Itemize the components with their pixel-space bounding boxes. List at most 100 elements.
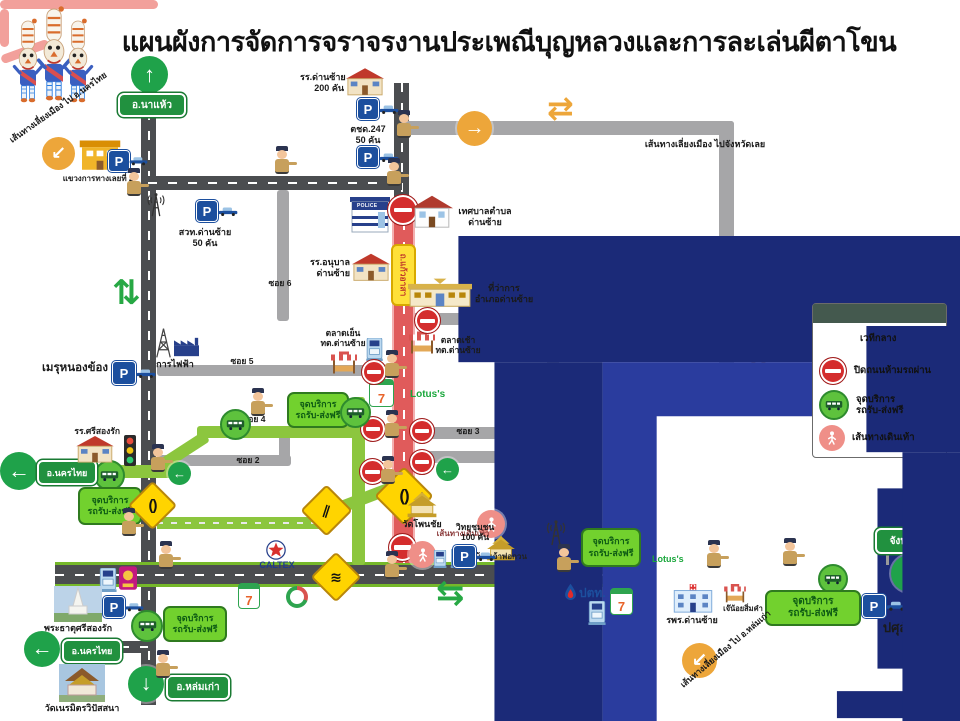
police-officer-icon (386, 158, 409, 189)
wat-phonchai-label: วัดโพนชัย (402, 519, 442, 529)
convenience-store-icon (286, 586, 308, 608)
parking-sign-livestock: P (862, 594, 886, 618)
arrow-up-north-icon: ↑ (131, 56, 168, 93)
police-officer-icon (274, 146, 297, 177)
no-entry-sign (409, 449, 435, 475)
police-officer-icon (380, 456, 403, 487)
arrow-downleft-bypass-icon: ↙ (42, 137, 75, 170)
district-office-label: ที่ว่าการ อำเภอด่านซ้าย (474, 283, 534, 304)
service-point-label: จุดบริการ รถรับ-ส่งฟรี (163, 606, 227, 642)
municipality-building-icon (411, 194, 453, 231)
shop-icon (724, 584, 746, 604)
phra-that-photo (53, 586, 103, 622)
school-building-icon (76, 436, 114, 464)
parking-sign-crematorium: P (112, 361, 136, 385)
legend: เวทีกลาง ปิดถนนห้ามรถผ่าน จุดบริการ รถรั… (812, 303, 947, 458)
shuttle-road-vertical (352, 397, 365, 565)
road-narrows-sign-icon: () (135, 488, 170, 523)
police-officer-icon (250, 388, 273, 419)
chao-pho-kuan-label: บ้านเจ้าพ่อกวน (475, 552, 527, 561)
walking-path-horizontal (0, 0, 158, 9)
shuttle-stop-icon (131, 610, 163, 642)
shuttle-stop-icon (340, 397, 371, 428)
car-icon (129, 156, 148, 166)
service-point-label: จุดบริการ รถรับ-ส่งฟรี (581, 528, 641, 567)
walking-route-icon (477, 510, 505, 538)
lane-shift-sign-icon: ∥ (308, 492, 345, 529)
car-icon (476, 551, 496, 562)
legend-header (813, 304, 946, 323)
soi3-label: ซอย 3 (456, 426, 480, 436)
two-way-arrows-icon: ⇄ (547, 90, 574, 126)
car-icon (136, 368, 156, 379)
police-station-text: POLICE (357, 203, 378, 209)
sign-nakhon-thai: อ.นครไทย (37, 460, 97, 485)
sign-na-haeo: อ.นาแห้ว (118, 93, 186, 117)
parking-sign-phra-that: P (103, 596, 125, 618)
legend-label: ปิดถนนห้ามรถผ่าน (854, 365, 932, 377)
morning-market-label: ตลาดเช้า ทต.ด่านซ้าย (435, 335, 481, 356)
radio-antenna-icon (142, 188, 170, 220)
ptt-flame-icon (564, 583, 577, 600)
crematorium-label: เมรุหนองข้อง (41, 362, 109, 374)
legend-item-walking: เส้นทางเดินเท้า (813, 422, 946, 453)
electricity-label: การไฟฟ้า (156, 359, 194, 369)
srisongrak-school-label: รร.ศรีสองรัก (74, 426, 120, 436)
page-title: แผนผังการจัดการจราจรงานประเพณีบุญหลวงและ… (121, 27, 897, 57)
hospital-building-icon (670, 584, 716, 614)
sign-lom-kao: อ.หล่มเก่า (166, 675, 230, 700)
arrow-left-exit-icon: ← (0, 452, 38, 490)
soi2-connector (279, 434, 290, 460)
wat-neramit-label: วัดเนรมิตรวิปัสสนา (44, 703, 120, 713)
dansai-school-label: รร.ด่านซ้าย 200 คัน (300, 72, 346, 93)
lotus-store-label: Lotus's (410, 389, 446, 400)
road-west-main (141, 111, 156, 705)
power-pylon-icon (152, 326, 175, 360)
factory-icon (174, 334, 199, 360)
police-officer-icon (126, 168, 149, 199)
divided-road-sign-icon: ≋ (318, 559, 354, 595)
police-officer-icon (384, 410, 407, 441)
parking-sign-community-radio: P (453, 545, 476, 568)
car-icon (218, 206, 238, 217)
police-officer-icon (384, 350, 407, 381)
arrow-downleft-bypass-icon: ↙ (682, 643, 717, 678)
hospital-label: รพร.ด่านซ้าย (666, 615, 718, 625)
arrow-left-small-icon: ← (168, 462, 191, 485)
police-officer-icon (155, 650, 178, 681)
wat-neramit-photo (58, 664, 106, 702)
walking-route-icon (819, 425, 845, 451)
legend-item-no-entry: ปิดถนนห้ามรถผ่าน (813, 354, 946, 387)
border-police-label: ตชด.247 50 คัน (350, 124, 386, 145)
atm-kiosk-icon (366, 338, 383, 361)
walking-route-label: เส้นทางเดินเท้า (436, 529, 490, 538)
walking-path-vertical (0, 9, 9, 47)
parking-sign-dansai-school: P (357, 98, 379, 120)
no-entry-sign (387, 194, 419, 226)
two-way-vertical-green-arrows-icon: ⇅ (112, 274, 141, 312)
evening-market-label: ตลาดเย็น ทต.ด่านซ้าย (320, 328, 366, 349)
no-entry-icon (819, 357, 847, 385)
police-officer-icon (121, 508, 144, 539)
lotus-store-label: Lotus's (652, 554, 684, 564)
service-point-label: จุดบริการ รถรับ-ส่งฟรี (765, 590, 861, 626)
soi6-label: ซอย 6 (268, 278, 292, 288)
arrow-left-exit-icon: ← (24, 631, 60, 667)
shuttle-road-lower (157, 517, 329, 529)
police-officer-icon (396, 110, 419, 141)
soi5-label: ซอย 5 (230, 356, 254, 366)
no-entry-sign (414, 307, 441, 334)
parking-sign-border-police: P (357, 146, 379, 168)
police-officer-icon (158, 541, 181, 572)
stage-icon (819, 326, 853, 352)
kindergarten-building-icon (352, 253, 390, 283)
district-office-building-icon (408, 278, 472, 309)
police-officer-icon (706, 540, 729, 571)
caltex-star-icon (266, 540, 286, 560)
police-officer-icon (782, 538, 805, 569)
highway-district-label: แขวงการทางเลยที่ 2 (62, 174, 134, 183)
municipality-label: เทศบาลตำบล ด่านซ้าย (458, 206, 512, 227)
phra-that-label: พระธาตุศรีสองรัก (43, 623, 113, 633)
sign-nakhon-thai-south: อ.นครไทย (62, 639, 122, 663)
